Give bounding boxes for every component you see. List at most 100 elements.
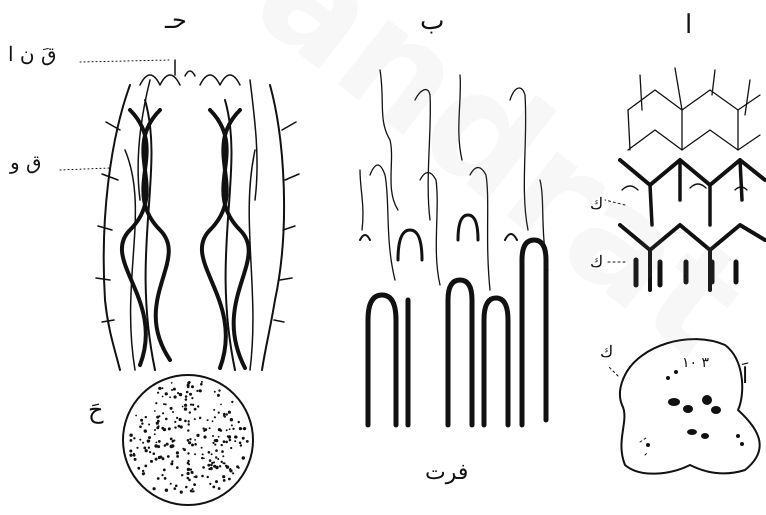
stipple-dot [162, 457, 165, 460]
stipple-dot [215, 439, 218, 442]
stipple-dot [187, 439, 190, 442]
stipple-dot [218, 436, 220, 438]
stipple-dot [174, 487, 177, 490]
stipple-dot [141, 422, 143, 424]
stipple-dot [212, 435, 214, 437]
stipple-dot [222, 462, 224, 464]
stipple-dot [165, 392, 168, 395]
stipple-dot [129, 450, 132, 453]
stipple-dot [240, 444, 242, 446]
stipple-dot [176, 466, 179, 469]
stipple-dot [217, 458, 219, 460]
stipple-dot [162, 412, 164, 414]
stipple-dot [187, 462, 190, 465]
stipple-dot [129, 434, 132, 437]
stipple-dot [155, 402, 157, 404]
caption-b: فرت [425, 462, 468, 484]
stipple-dot [185, 486, 187, 488]
stipple-dot [161, 474, 163, 476]
stipple-dot [187, 477, 190, 480]
stipple-dot [226, 429, 228, 431]
stipple-dot [238, 467, 240, 469]
stipple-dot [158, 425, 160, 427]
stipple-dot [215, 449, 218, 452]
stipple-dot [239, 427, 242, 430]
stipple-dot [242, 437, 245, 440]
stipple-dot [154, 433, 156, 435]
stipple-dot [171, 460, 173, 462]
stipple-dot [211, 453, 213, 455]
stipple-dot [209, 427, 211, 429]
stipple-dot [213, 409, 215, 411]
stipple-dot [154, 429, 156, 431]
stipple-dot [164, 444, 167, 447]
stipple-dot [203, 435, 206, 438]
stipple-dot [195, 475, 198, 478]
stipple-dot [147, 440, 150, 443]
stipple-dot [189, 393, 192, 396]
panel-label-c2: حَ [88, 398, 104, 422]
stipple-dot [135, 415, 137, 417]
stipple-dot [200, 383, 203, 386]
stipple-dot [236, 436, 238, 438]
stipple-dot [144, 465, 147, 468]
stipple-dot [218, 487, 221, 490]
stipple-dot [170, 483, 172, 485]
stipple-dot [162, 396, 164, 398]
stipple-dot [190, 468, 192, 470]
stipple-dot [224, 416, 226, 418]
annotation-a2-inner: ٣ ١٠ [682, 356, 709, 370]
stipple-dot [222, 455, 224, 457]
annotation-c-side: ق و [10, 152, 42, 172]
stipple-dot [180, 425, 183, 428]
stipple-dot [191, 444, 194, 447]
stipple-dot [228, 411, 231, 414]
stipple-dot [196, 434, 199, 437]
stipple-dot [142, 472, 145, 475]
stipple-dot [158, 456, 161, 459]
stipple-dot [153, 452, 156, 455]
stipple-dot [170, 438, 173, 441]
stipple-dot [158, 440, 161, 443]
stipple-dot [229, 428, 231, 430]
stipple-dot [220, 404, 222, 406]
stipple-dot [165, 489, 168, 492]
stipple-dot [191, 397, 193, 399]
stipple-dot [219, 465, 221, 467]
stipple-dot [179, 418, 182, 421]
stipple-dot [190, 490, 193, 493]
stipple-dot [174, 426, 176, 428]
panel-label-a2: اَ [742, 366, 748, 388]
stipple-dot [189, 438, 191, 440]
stipple-dot [226, 413, 228, 415]
stipple-dot [187, 468, 190, 471]
stipple-dot [191, 472, 193, 474]
stipple-dot [192, 404, 194, 406]
stipple-dot [149, 451, 151, 453]
panel-c-vessel-bundle [96, 60, 299, 370]
stipple-dot [212, 442, 214, 444]
stipple-dot [137, 467, 140, 470]
stipple-dot [170, 462, 173, 465]
stipple-dot [148, 424, 150, 426]
stipple-dot [226, 465, 229, 468]
stipple-dot [230, 447, 232, 449]
stipple-dot [186, 391, 189, 394]
stipple-dot [238, 421, 240, 423]
stipple-dot [163, 403, 165, 405]
stipple-dot [228, 478, 231, 481]
stipple-dot [133, 437, 135, 439]
annotation-a2-k: ك [600, 344, 613, 360]
stipple-dot [194, 453, 196, 455]
stipple-dot [172, 411, 174, 413]
stipple-dot [223, 440, 226, 443]
stipple-dot [207, 476, 209, 478]
stipple-dot [242, 456, 245, 459]
stipple-dot [184, 420, 187, 423]
stipple-dot [204, 428, 207, 431]
stipple-dot [165, 403, 167, 405]
stipple-dot [201, 381, 203, 383]
stipple-dot [171, 444, 174, 447]
